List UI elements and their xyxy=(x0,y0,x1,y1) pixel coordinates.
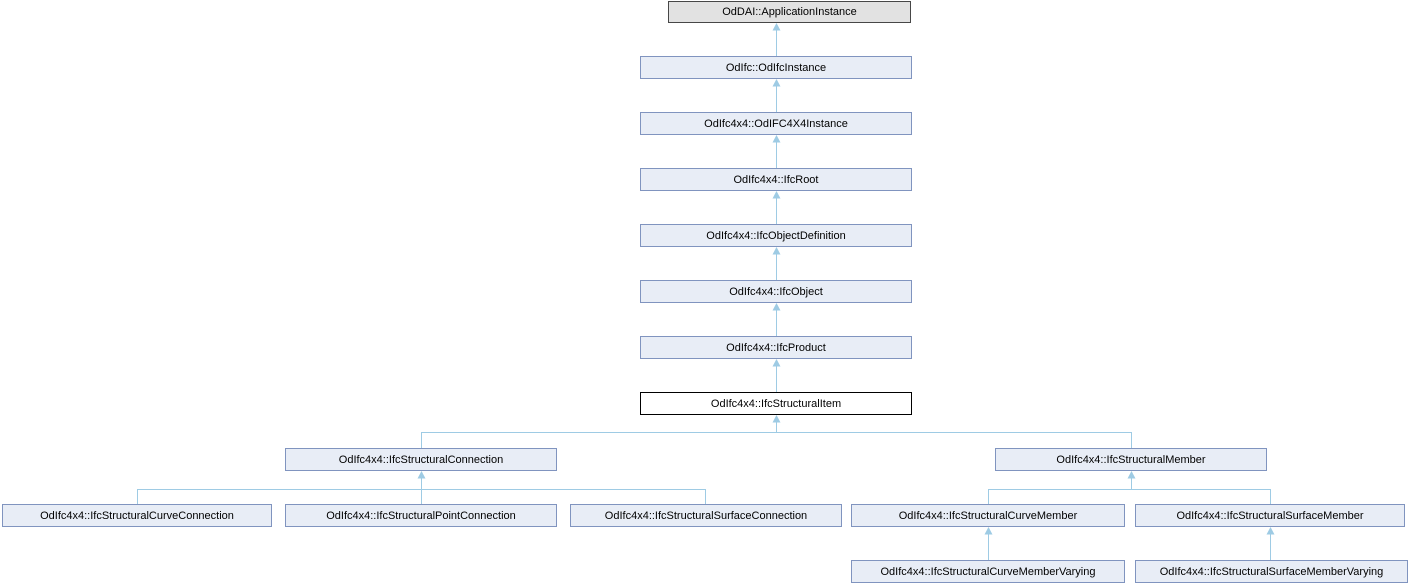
edge-ifcstructuralitem-to-ifcproduct xyxy=(772,359,781,392)
class-node-ifcstructuralcurvemembervarying[interactable]: OdIfc4x4::IfcStructuralCurveMemberVaryin… xyxy=(851,560,1125,583)
edge-curvemembervarying-to-curvemember xyxy=(984,527,993,560)
class-node-ifcstructuralcurvemember[interactable]: OdIfc4x4::IfcStructuralCurveMember xyxy=(851,504,1125,527)
class-node-oddai-applicationinstance: OdDAI::ApplicationInstance xyxy=(668,1,911,23)
class-node-ifcstructuralitem-current: OdIfc4x4::IfcStructuralItem xyxy=(640,392,912,415)
class-node-ifcstructuralpointconnection[interactable]: OdIfc4x4::IfcStructuralPointConnection xyxy=(285,504,557,527)
edge-ifcobject-to-ifcobjectdefinition xyxy=(772,247,781,280)
class-node-ifcobjectdefinition[interactable]: OdIfc4x4::IfcObjectDefinition xyxy=(640,224,912,247)
edge-ifcroot-to-odifc4x4instance xyxy=(772,135,781,168)
class-node-ifcstructuralcurveconnection[interactable]: OdIfc4x4::IfcStructuralCurveConnection xyxy=(2,504,272,527)
class-node-ifcstructuralsurfaceconnection[interactable]: OdIfc4x4::IfcStructuralSurfaceConnection xyxy=(570,504,842,527)
class-node-odifc-odifcinstance[interactable]: OdIfc::OdIfcInstance xyxy=(640,56,912,79)
class-node-ifcproduct[interactable]: OdIfc4x4::IfcProduct xyxy=(640,336,912,359)
class-node-ifcobject[interactable]: OdIfc4x4::IfcObject xyxy=(640,280,912,303)
class-node-ifcstructuralconnection[interactable]: OdIfc4x4::IfcStructuralConnection xyxy=(285,448,557,471)
edge-structuralitem-children-bracket xyxy=(421,415,1132,448)
class-node-ifcstructuralsurfacemembervarying[interactable]: OdIfc4x4::IfcStructuralSurfaceMemberVary… xyxy=(1135,560,1408,583)
edge-odifc4x4instance-to-odifcinstance xyxy=(772,79,781,112)
edge-structuralmember-children-bracket xyxy=(988,471,1271,504)
class-node-ifcroot[interactable]: OdIfc4x4::IfcRoot xyxy=(640,168,912,191)
class-node-odifc4x4-odifc4x4instance[interactable]: OdIfc4x4::OdIFC4X4Instance xyxy=(640,112,912,135)
edge-ifcproduct-to-ifcobject xyxy=(772,303,781,336)
class-node-ifcstructuralmember[interactable]: OdIfc4x4::IfcStructuralMember xyxy=(995,448,1267,471)
edge-ifcobjectdefinition-to-ifcroot xyxy=(772,191,781,224)
edge-surfacemembervarying-to-surfacemember xyxy=(1266,527,1275,560)
edge-odifcinstance-to-applicationinstance xyxy=(772,23,781,56)
edge-structuralconnection-children-bracket xyxy=(137,471,706,504)
class-node-ifcstructuralsurfacemember[interactable]: OdIfc4x4::IfcStructuralSurfaceMember xyxy=(1135,504,1405,527)
